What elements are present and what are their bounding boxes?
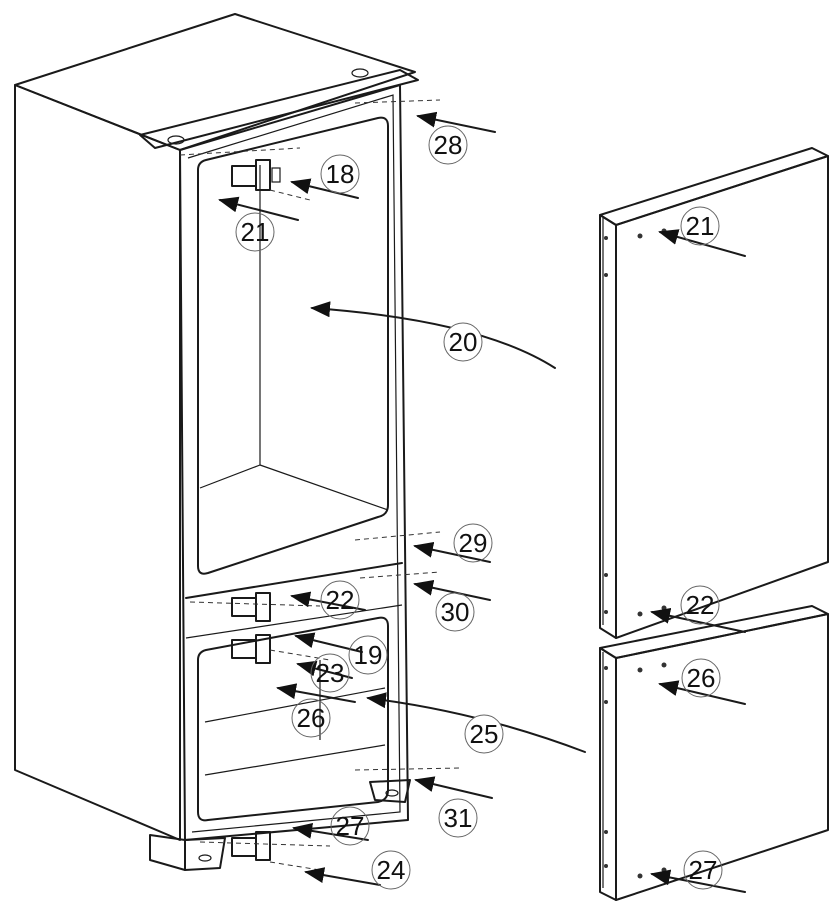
top-hinge — [231, 159, 281, 191]
callout-label: 23 — [316, 658, 345, 688]
callout-20: 20 — [443, 322, 483, 362]
callout-31: 31 — [438, 798, 478, 838]
callout-label: 22 — [686, 590, 715, 620]
callout-label: 27 — [336, 811, 365, 841]
callout-label: 20 — [449, 327, 478, 357]
callout-30: 30 — [435, 592, 475, 632]
callout-label: 28 — [434, 130, 463, 160]
callout-18: 18 — [320, 154, 360, 194]
screw-guides — [179, 99, 461, 871]
callout-25: 25 — [464, 714, 504, 754]
callout-29: 29 — [453, 523, 493, 563]
callout-label: 24 — [377, 855, 406, 885]
lower-door-panel — [599, 605, 829, 901]
callout-26-door: 26 — [681, 658, 721, 698]
insertion-arrows — [218, 111, 746, 893]
cabinet-body — [14, 13, 419, 871]
callout-label: 22 — [326, 585, 355, 615]
callout-26-cabinet: 26 — [291, 698, 331, 738]
callout-19: 19 — [348, 635, 388, 675]
callout-24: 24 — [371, 850, 411, 890]
callout-22-cabinet: 22 — [320, 580, 360, 620]
middle-hinge — [231, 592, 271, 664]
upper-door-panel — [599, 147, 829, 639]
callout-22-door: 22 — [680, 585, 720, 625]
callout-label: 27 — [689, 855, 718, 885]
callout-label: 30 — [441, 597, 470, 627]
callout-label: 29 — [459, 528, 488, 558]
callout-label: 19 — [354, 640, 383, 670]
leader-20 — [310, 301, 556, 369]
callout-28: 28 — [428, 125, 468, 165]
callout-label: 18 — [326, 159, 355, 189]
callout-label: 31 — [444, 803, 473, 833]
callout-21-door: 21 — [680, 206, 720, 246]
callout-27-cabinet: 27 — [330, 806, 370, 846]
callout-27-door: 27 — [683, 850, 723, 890]
bottom-hinge — [231, 831, 271, 861]
callout-label: 21 — [241, 217, 270, 247]
callout-21-cabinet: 21 — [235, 212, 275, 252]
callout-label: 25 — [470, 719, 499, 749]
callout-label: 26 — [297, 703, 326, 733]
callout-label: 26 — [687, 663, 716, 693]
callout-label: 21 — [686, 211, 715, 241]
callout-23: 23 — [310, 653, 350, 693]
